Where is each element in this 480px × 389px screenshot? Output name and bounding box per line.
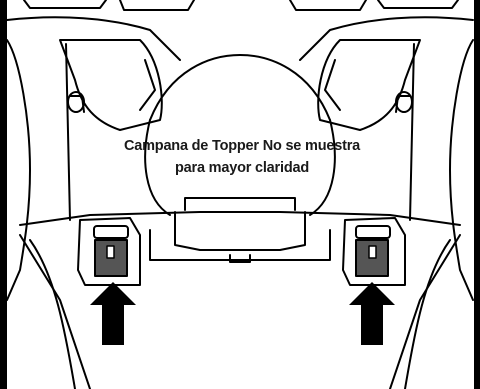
caption-text: Campana de Topper No se muestra para may… — [100, 135, 384, 179]
lower-frame — [19, 197, 461, 389]
caption-line-2: para mayor claridad — [174, 160, 309, 176]
upper-housing — [6, 0, 474, 61]
right-push-arrow-icon — [349, 282, 395, 345]
left-release-latch-icon[interactable] — [77, 217, 141, 286]
hook-details — [67, 91, 413, 113]
central-dome — [139, 54, 341, 216]
caption-line-1: Campana de Topper No se muestra — [123, 138, 361, 154]
right-border — [474, 0, 480, 389]
left-border — [0, 0, 7, 389]
right-release-latch-icon[interactable] — [342, 217, 406, 286]
side-panels — [6, 39, 474, 301]
left-push-arrow-icon — [90, 282, 136, 345]
